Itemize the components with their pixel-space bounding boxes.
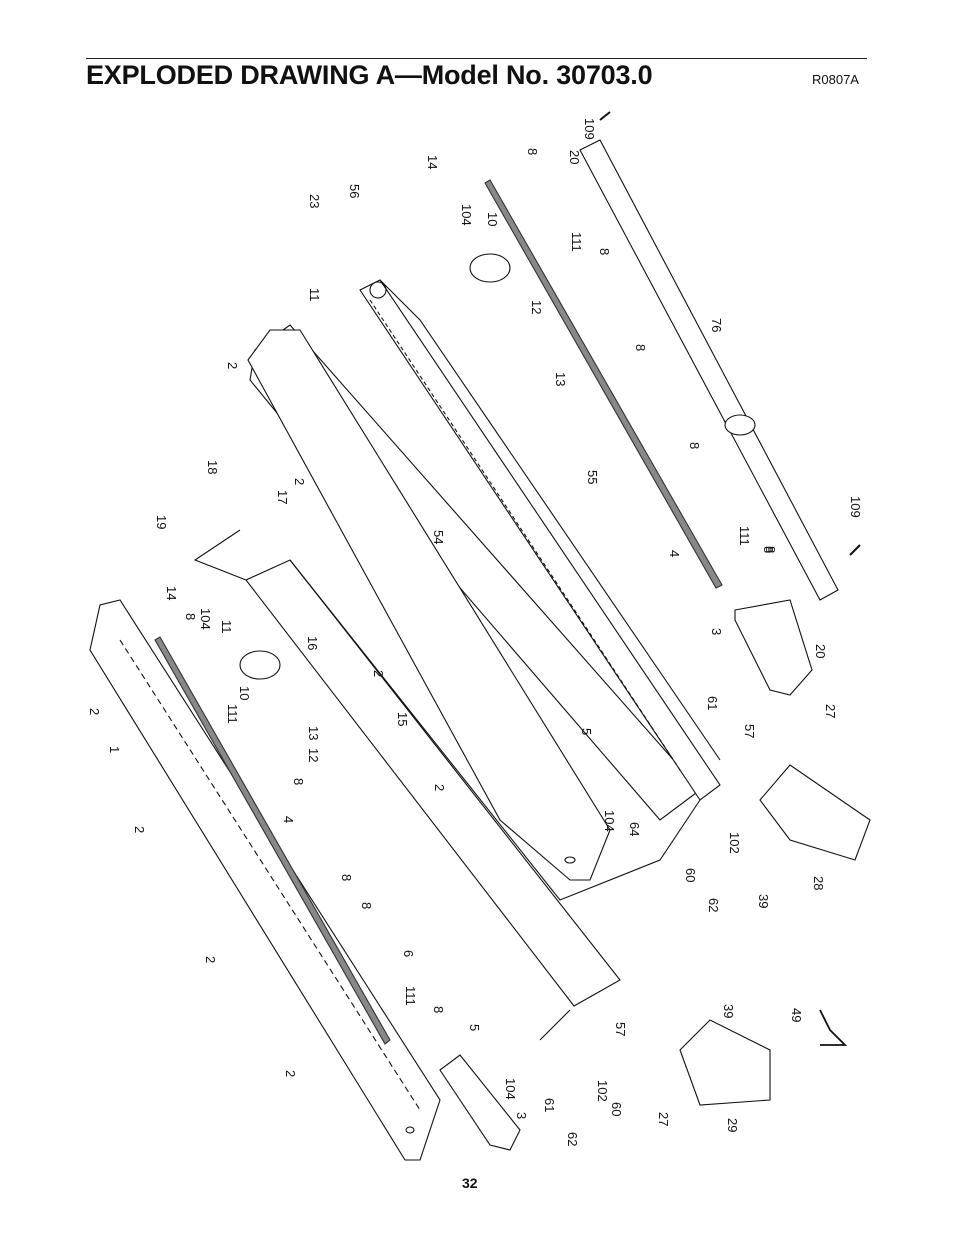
callout-label: 109 xyxy=(582,118,597,140)
callout-label: 11 xyxy=(219,620,234,634)
callout-label: 14 xyxy=(425,155,440,169)
callout-label: 2 xyxy=(225,362,240,369)
end-cap-left xyxy=(439,1054,521,1151)
callout-label: 64 xyxy=(627,822,642,836)
callout-label: 2 xyxy=(371,670,386,677)
frame-base xyxy=(193,529,701,1041)
callout-label: 11 xyxy=(307,288,322,302)
foot-29 xyxy=(679,1019,771,1106)
callout-label: 49 xyxy=(789,1008,804,1022)
callout-label: 13 xyxy=(306,726,321,740)
callout-label: 61 xyxy=(542,1098,557,1112)
callout-label: 55 xyxy=(585,470,600,484)
callout-label: 17 xyxy=(275,490,290,504)
callout-label: 20 xyxy=(567,150,582,164)
callout-label: 2 xyxy=(283,1070,298,1077)
belt-strip-left xyxy=(154,636,391,1045)
callout-label: 6 xyxy=(401,950,416,957)
tube-76 xyxy=(579,139,839,601)
callout-label: 39 xyxy=(756,894,771,908)
callout-label: 8 xyxy=(761,546,776,553)
callout-label: 111 xyxy=(225,704,240,724)
callout-label: 54 xyxy=(431,530,446,544)
callout-label: 2 xyxy=(292,478,307,485)
callout-label: 60 xyxy=(609,1102,624,1116)
callout-label: 28 xyxy=(811,876,826,890)
callout-label: 10 xyxy=(237,686,252,700)
callout-label: 5 xyxy=(579,728,594,735)
callout-label: 2 xyxy=(87,708,102,715)
callout-label: 27 xyxy=(656,1112,671,1126)
callout-label: 15 xyxy=(395,712,410,726)
callout-label: 8 xyxy=(339,874,354,881)
callout-label: 111 xyxy=(737,526,752,546)
callout-label: 102 xyxy=(595,1080,610,1102)
callout-label: 8 xyxy=(687,442,702,449)
callout-label: 57 xyxy=(742,724,757,738)
callouts: 109 20 8 14 104 10 23 56 111 8 11 12 76 … xyxy=(87,118,863,1146)
callout-label: 104 xyxy=(602,810,617,832)
callout-label: 8 xyxy=(431,1006,446,1013)
page-title: EXPLODED DRAWING A—Model No. 30703.0 xyxy=(86,60,653,90)
callout-label: 2 xyxy=(432,784,447,791)
callout-label: 109 xyxy=(848,496,863,518)
callout-label: 8 xyxy=(763,546,778,553)
callout-label: 104 xyxy=(503,1078,518,1100)
callout-label: 104 xyxy=(198,608,213,630)
callout-label: 57 xyxy=(613,1022,628,1036)
callout-label: 8 xyxy=(525,148,540,155)
callout-label: 12 xyxy=(306,748,321,762)
foot-28 xyxy=(759,764,871,861)
callout-label: 3 xyxy=(514,1112,529,1119)
page-number: 32 xyxy=(462,1175,478,1191)
end-cap-right xyxy=(734,599,813,696)
callout-label: 4 xyxy=(667,550,682,557)
callout-label: 2 xyxy=(132,826,147,833)
callout-label: 111 xyxy=(403,986,418,1006)
cylinder-10-bottom xyxy=(239,650,281,680)
drawing-code: R0807A xyxy=(812,72,859,87)
callout-label: 102 xyxy=(727,832,742,854)
callout-label: 56 xyxy=(347,184,362,198)
motor-hood xyxy=(247,329,611,881)
callout-label: 8 xyxy=(183,613,198,620)
callout-label: 8 xyxy=(633,344,648,351)
callout-label: 23 xyxy=(307,194,322,208)
callout-label: 14 xyxy=(164,586,179,600)
callout-label: 29 xyxy=(725,1118,740,1132)
callout-label: 62 xyxy=(565,1132,580,1146)
callout-label: 39 xyxy=(721,1004,736,1018)
callout-label: 61 xyxy=(705,696,720,710)
right-rail xyxy=(359,279,721,801)
callout-label: 5 xyxy=(467,1024,482,1031)
callout-label: 19 xyxy=(154,515,169,529)
wrench-49 xyxy=(819,1009,848,1046)
cylinder-10-top xyxy=(469,253,511,283)
callout-label: 27 xyxy=(823,704,838,718)
side-rail-left xyxy=(89,599,441,1161)
callout-label: 3 xyxy=(709,628,724,635)
bolt-109-top xyxy=(599,111,611,121)
callout-label: 76 xyxy=(709,318,724,332)
callout-label: 8 xyxy=(597,248,612,255)
callout-label: 18 xyxy=(205,460,220,474)
callout-label: 60 xyxy=(683,868,698,882)
callout-label: 104 xyxy=(459,204,474,226)
bolt-109-bottom xyxy=(849,544,861,556)
callout-label: 16 xyxy=(305,636,320,650)
callout-label: 10 xyxy=(485,212,500,226)
callout-label: 12 xyxy=(529,300,544,314)
callout-label: 13 xyxy=(553,372,568,386)
callout-label: 8 xyxy=(291,778,306,785)
callout-label: 8 xyxy=(359,902,374,909)
callout-label: 62 xyxy=(706,898,721,912)
belt-strip-right xyxy=(484,179,723,589)
callout-label: 1 xyxy=(107,746,122,753)
callout-label: 4 xyxy=(281,816,296,823)
header-rule xyxy=(86,58,867,59)
callout-label: 111 xyxy=(569,232,584,252)
callout-label: 20 xyxy=(813,644,828,658)
callout-label: 2 xyxy=(203,956,218,963)
